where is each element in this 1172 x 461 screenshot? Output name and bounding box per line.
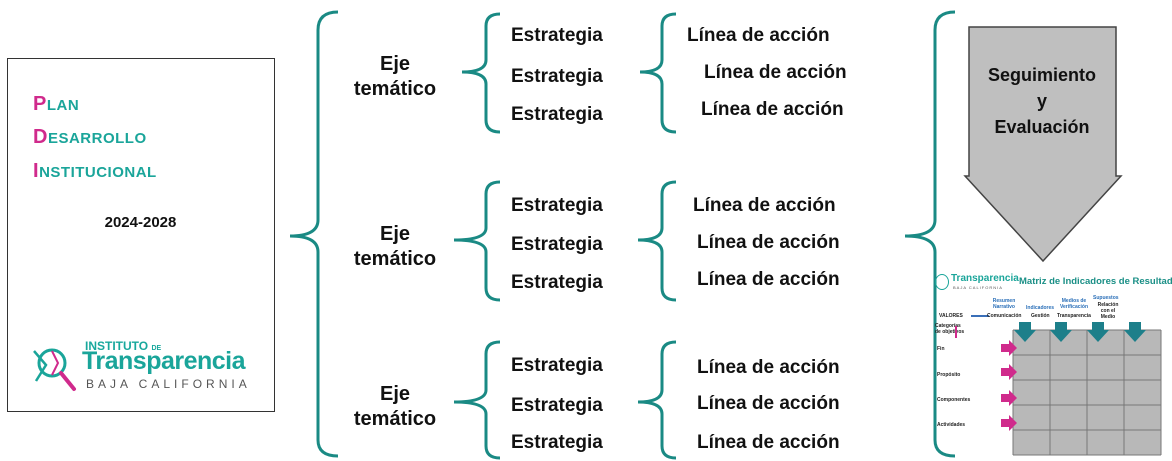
estrategia-label: Estrategia (511, 432, 603, 453)
eje3-strategy-bracket (453, 340, 501, 460)
plan-title-line2: DESARROLLO (33, 126, 147, 148)
mir-col2: Indicadores (1026, 305, 1055, 311)
down-arrow-shape (963, 26, 1123, 263)
eje-tematico-2: Eje temático (350, 222, 440, 272)
eje-label: temático (353, 78, 437, 100)
magnifier-logo-icon (33, 348, 76, 391)
mir-logo-icon (935, 274, 949, 290)
eje-label: temático (353, 408, 437, 430)
estrategia-label: Estrategia (511, 395, 603, 416)
mir-col4: Supuestos (1093, 295, 1119, 301)
linea-de-accion-label: Línea de acción (697, 393, 840, 414)
eje-label: Eje (379, 223, 411, 245)
seguimiento-line: Seguimiento (987, 65, 1096, 85)
eje2-strategy-bracket (453, 180, 501, 302)
linea-de-accion-label: Línea de acción (704, 62, 847, 83)
plan-title-line1: PLAN (33, 93, 80, 115)
mir-valores: VALORES (939, 313, 963, 319)
estrategia-label: Estrategia (511, 195, 603, 216)
right-bracket (904, 10, 956, 458)
mir-row-componentes: Componentes (937, 397, 971, 403)
mir-col2b: Gestión (1031, 313, 1050, 319)
estrategia-label: Estrategia (511, 355, 603, 376)
eje2-action-bracket (637, 180, 677, 302)
eje-tematico-1: Eje temático (350, 52, 440, 102)
linea-de-accion-label: Línea de acción (697, 269, 840, 290)
estrategia-label: Estrategia (511, 272, 603, 293)
mir-row-proposito: Propósito (937, 372, 961, 378)
linea-de-accion-label: Línea de acción (693, 195, 836, 216)
plan-years: 2024-2028 (104, 214, 177, 231)
linea-de-accion-label: Línea de acción (687, 25, 830, 46)
mir-col3b: Transparencia (1057, 313, 1091, 319)
seguimiento-line: y (1036, 91, 1047, 111)
main-bracket (289, 10, 339, 458)
mir-row-actividades: Actividades (937, 422, 966, 428)
eje-label: Eje (379, 53, 411, 75)
eje-label: Eje (379, 383, 411, 405)
mir-col1: Resumen Narrativo (992, 298, 1016, 310)
plan-title-line3: INSTITUCIONAL (33, 160, 157, 182)
eje-label: temático (353, 248, 437, 270)
mir-categorias: Categorías de objetivos (935, 323, 965, 335)
eje1-action-bracket (639, 12, 677, 134)
mir-down-arrow (955, 326, 957, 338)
mir-grid (1001, 322, 1162, 456)
linea-de-accion-label: Línea de acción (701, 99, 844, 120)
mir-col1b: Comunicación (987, 313, 1022, 319)
mir-matrix-image: Transparencia BAJA CALIFORNIA Matriz de … (933, 268, 1172, 458)
logo-baja-california: BAJA CALIFORNIA (86, 377, 251, 391)
linea-de-accion-label: Línea de acción (697, 357, 840, 378)
eje-tematico-3: Eje temático (350, 382, 440, 432)
estrategia-label: Estrategia (511, 25, 603, 46)
linea-de-accion-label: Línea de acción (697, 432, 840, 453)
linea-de-accion-label: Línea de acción (697, 232, 840, 253)
mir-title: Matriz de Indicadores de Resultados MIR (1019, 276, 1172, 287)
seguimiento-line: Evaluación (994, 117, 1090, 137)
eje1-strategy-bracket (461, 12, 501, 134)
transparencia-logo: INSTITUTO DE Transparencia BAJA CALIFORN… (30, 339, 260, 399)
plan-box: PLAN DESARROLLO INSTITUCIONAL 2024-2028 … (7, 58, 275, 412)
logo-instituto: INSTITUTO DE (85, 339, 162, 353)
estrategia-label: Estrategia (511, 234, 603, 255)
seguimiento-evaluacion-label: Seguimiento y Evaluación (968, 62, 1116, 140)
mir-col3: Medios de Verificación (1059, 298, 1089, 310)
mir-valores-arrow (971, 315, 989, 317)
estrategia-label: Estrategia (511, 104, 603, 125)
estrategia-label: Estrategia (511, 66, 603, 87)
eje3-action-bracket (637, 340, 677, 460)
mir-logo-sub: BAJA CALIFORNIA (953, 285, 1003, 290)
mir-logo-text: Transparencia (951, 273, 1019, 284)
mir-col4b: Relación con el Medio (1097, 302, 1119, 320)
mir-row-fin: Fin (937, 346, 945, 352)
logo-transparencia: Transparencia (82, 347, 246, 375)
